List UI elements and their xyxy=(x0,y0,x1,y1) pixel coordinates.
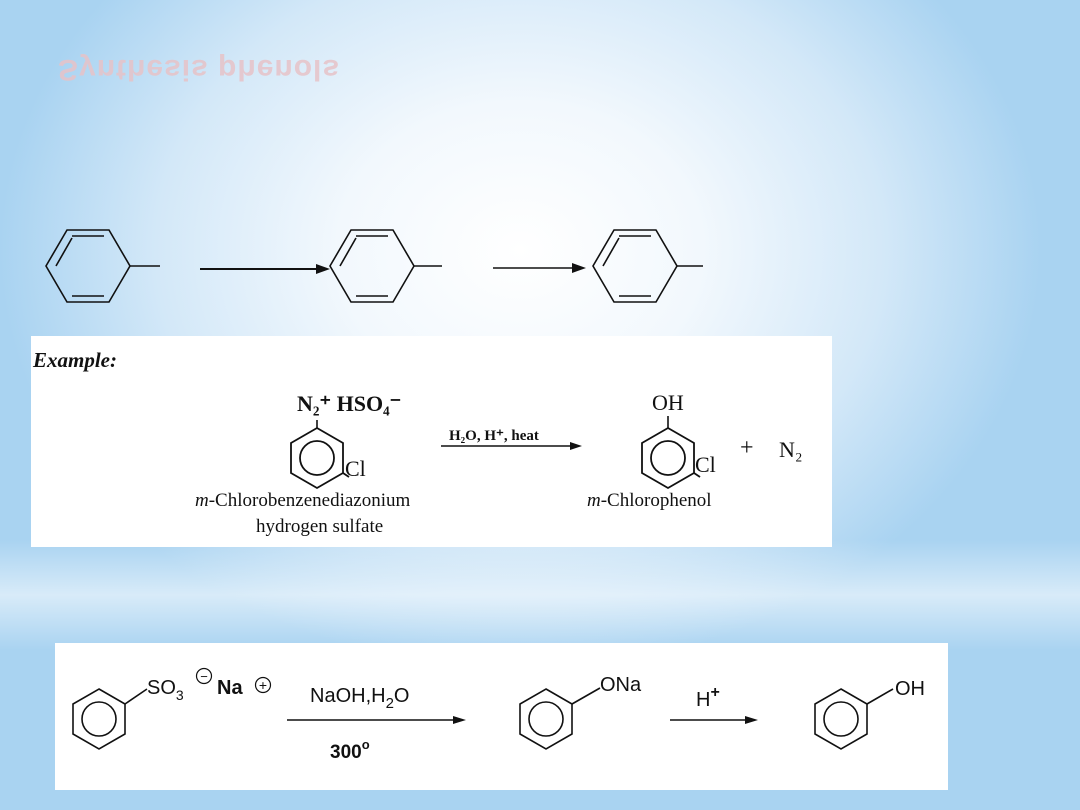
product-name-prefix: m xyxy=(587,490,601,511)
acidification-arrow-head xyxy=(745,716,758,724)
phenoxide-benzene-ring xyxy=(519,687,601,750)
fusion-reagents: NaOH,H2O xyxy=(310,685,409,712)
positive-charge-sign: + xyxy=(259,677,267,693)
slide-title: Synthesis phenols xyxy=(58,53,341,86)
positive-charge-circle xyxy=(254,676,272,694)
reactant-chloro-substituent: Cl xyxy=(345,456,366,481)
phenol-hydroxyl-group: OH xyxy=(895,678,925,700)
reaction-conditions: H₂O, H⁺, heat xyxy=(449,428,539,444)
product-benzene-ring xyxy=(641,426,701,490)
negative-charge-circle xyxy=(195,667,213,685)
sulfonate-route-panel: SO3 − Na + NaOH,H2O 300o ONa H+ OH xyxy=(55,643,948,790)
reactant-name-line2: hydrogen sulfate xyxy=(256,516,383,537)
reactant-benzene-ring xyxy=(290,426,350,490)
fusion-temperature: 300o xyxy=(330,737,370,763)
sulfonate-benzene-ring xyxy=(72,688,148,750)
nitrogen-byproduct: N₂ xyxy=(779,437,803,462)
reaction-arrow-1 xyxy=(200,264,330,274)
reactant-name-prefix: m xyxy=(195,490,209,511)
benzene-ring-2 xyxy=(329,229,442,303)
reaction-arrow-head xyxy=(570,442,582,450)
negative-charge-sign: − xyxy=(200,669,208,684)
reactant-name: m-Chlorobenzenediazonium xyxy=(195,490,410,511)
phenol-hydroxyl-group: OH xyxy=(652,390,684,415)
acidification-reagent: H+ xyxy=(696,684,720,711)
product-name-main: -Chlorophenol xyxy=(601,490,712,511)
reaction-arrow-2 xyxy=(493,263,586,273)
background-highlight-band xyxy=(0,540,1080,650)
example-label: Example: xyxy=(32,348,117,372)
plus-sign: + xyxy=(740,435,754,461)
benzene-ring-3 xyxy=(592,229,703,303)
sulfonate-group: SO3 xyxy=(147,677,184,703)
sulfonate-fusion-scheme: SO3 − Na + NaOH,H2O 300o ONa H+ OH xyxy=(72,667,925,763)
diazonium-formula: N₂⁺ HSO₄⁻ xyxy=(297,391,401,416)
product-name: m-Chlorophenol xyxy=(587,490,712,511)
benzene-ring-1 xyxy=(45,229,160,303)
reactant-name-main: -Chlorobenzenediazonium xyxy=(209,490,411,511)
diazonium-hydrolysis-scheme: Example: N₂⁺ HSO₄⁻ Cl H₂O, H⁺, heat OH C… xyxy=(32,348,803,537)
sodium-cation: Na xyxy=(217,677,243,699)
fusion-arrow-head xyxy=(453,716,466,724)
blank-reaction-scheme xyxy=(45,229,703,303)
product-chloro-substituent: Cl xyxy=(695,452,716,477)
phenol-benzene-ring xyxy=(814,688,894,750)
sodium-phenoxide-group: ONa xyxy=(600,674,642,696)
example-panel: Example: N₂⁺ HSO₄⁻ Cl H₂O, H⁺, heat OH C… xyxy=(31,336,832,547)
